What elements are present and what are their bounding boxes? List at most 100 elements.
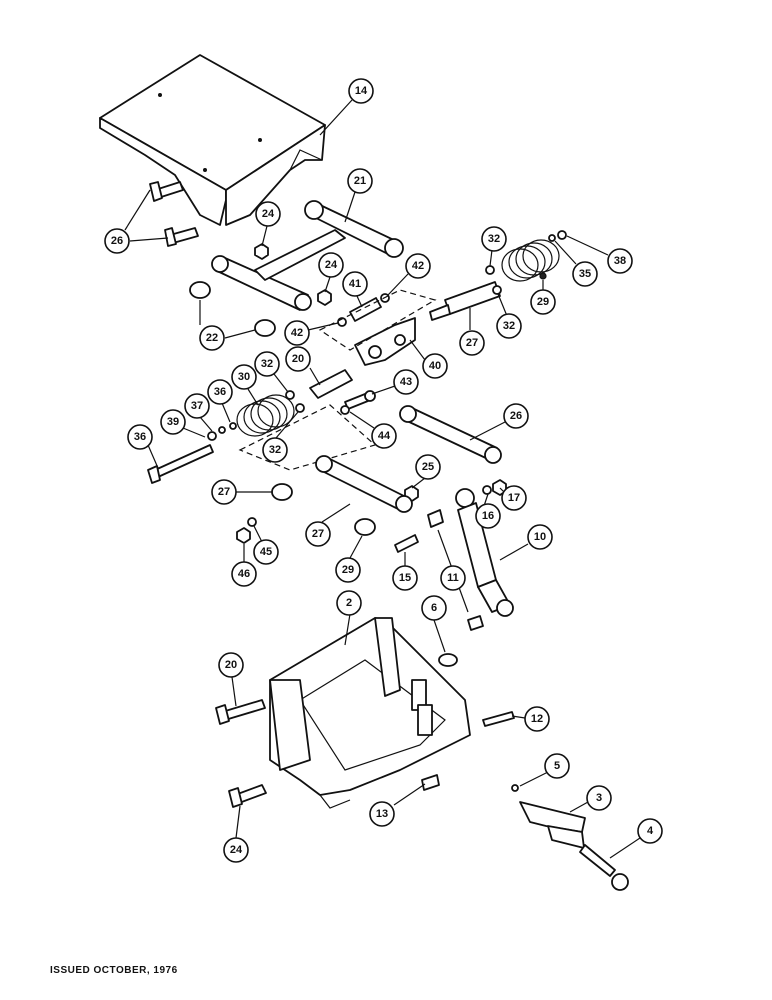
callout-30: 30: [231, 364, 259, 406]
callout-32b: 32: [496, 293, 522, 339]
callout-label: 26: [510, 410, 522, 422]
callout-label: 37: [191, 400, 203, 412]
callout-24b: 24: [318, 252, 344, 293]
callout-41: 41: [342, 271, 368, 308]
callout-label: 13: [376, 808, 388, 820]
callout-label: 42: [291, 327, 303, 339]
bracket-40: [318, 289, 437, 366]
callout-label: 22: [206, 332, 218, 344]
callout-12: 12: [511, 706, 550, 732]
callout-10: 10: [499, 524, 553, 561]
knob-6: [438, 653, 458, 667]
callout-26a: 26: [469, 403, 529, 441]
callout-20: 20: [218, 652, 244, 707]
callout-label: 16: [482, 510, 494, 522]
callout-label: 42: [412, 260, 424, 272]
callout-22: 22: [199, 300, 256, 351]
callout-26b: 27: [305, 503, 351, 547]
callout-40: 40: [409, 339, 448, 379]
callout-29: 27: [459, 308, 485, 356]
callout-15: 15: [392, 552, 418, 591]
callout-32d: 32: [262, 411, 299, 463]
issue-date-footer: ISSUED OCTOBER, 1976: [50, 965, 178, 976]
callout-23: 26: [104, 189, 169, 254]
callout-label: 20: [292, 353, 304, 365]
callout-label: 24: [262, 208, 275, 220]
callout-25: 24: [223, 805, 249, 863]
callout-label: 24: [325, 259, 338, 271]
bushings-27: [271, 483, 376, 536]
callout-label: 4: [647, 825, 654, 837]
callout-label: 26: [111, 235, 123, 247]
arm-26-upper: [399, 405, 502, 464]
callout-27b: 29: [335, 535, 363, 583]
callout-label: 2: [346, 597, 352, 609]
callout-label: 21: [354, 175, 366, 187]
callout-label: 46: [238, 568, 250, 580]
callout-4: 4: [609, 818, 663, 859]
bolt-35: [147, 444, 214, 484]
callout-label: 36: [134, 431, 146, 443]
seat-top-plate: [99, 54, 326, 226]
callout-37: 37: [184, 393, 213, 432]
callout-label: 44: [378, 430, 391, 442]
callout-36a: 35: [554, 240, 598, 287]
callout-label: 12: [531, 713, 543, 725]
callout-label: 27: [218, 486, 230, 498]
callout-label: 43: [400, 376, 412, 388]
callout-42b: 42: [284, 320, 339, 346]
callout-5: 5: [519, 753, 570, 787]
callout-27a: 27: [211, 479, 272, 505]
callout-label: 35: [579, 268, 591, 280]
callout-label: 11: [447, 572, 459, 584]
callout-label: 20: [225, 659, 237, 671]
bolt-20: [215, 699, 266, 725]
bolt-4: [579, 844, 629, 891]
callout-label: 24: [230, 844, 243, 856]
callout-38: 39: [160, 409, 206, 438]
latch-3: [519, 801, 586, 849]
cap-screws-23: [149, 181, 199, 247]
callout-39: 38: [566, 235, 633, 274]
callout-label: 40: [429, 360, 441, 372]
callout-label: 30: [238, 371, 250, 383]
callout-11: 11: [437, 529, 469, 613]
callout-31: 29: [530, 280, 556, 315]
arm-26-lower: [315, 455, 413, 513]
callout-label: 6: [431, 602, 437, 614]
callout-3: 3: [569, 785, 612, 813]
callout-label: 32: [261, 358, 273, 370]
callout-label: 27: [466, 337, 478, 349]
callout-17: 17: [499, 485, 527, 511]
callout-43: 43: [371, 369, 419, 395]
callout-45: 45: [253, 525, 279, 565]
callout-28: 20: [285, 346, 321, 386]
bushings-22: [189, 281, 276, 337]
bolt-25: [228, 784, 267, 808]
callout-label: 10: [534, 531, 546, 543]
callout-42a: 42: [387, 253, 431, 296]
callout-35: 36: [127, 424, 159, 469]
callout-24c: 25: [411, 454, 441, 489]
callout-label: 17: [508, 492, 520, 504]
callout-46: 46: [231, 544, 257, 587]
callout-6: 6: [421, 595, 447, 653]
callout-label: 14: [355, 85, 368, 97]
callout-44: 44: [349, 411, 397, 449]
bolt-43: [344, 390, 376, 410]
callout-label: 39: [167, 416, 179, 428]
callout-label: 32: [488, 233, 500, 245]
shock-absorber-10: [455, 488, 514, 617]
callout-label: 27: [312, 528, 324, 540]
pin-28: [309, 369, 353, 399]
pin-41: [349, 297, 382, 322]
upper-linkage-assembly: [211, 200, 404, 311]
callout-16: 16: [475, 493, 501, 529]
callout-label: 41: [349, 278, 361, 290]
callout-label: 5: [554, 760, 560, 772]
callout-label: 25: [422, 461, 434, 473]
callout-label: 15: [399, 572, 411, 584]
callout-label: 32: [269, 444, 281, 456]
